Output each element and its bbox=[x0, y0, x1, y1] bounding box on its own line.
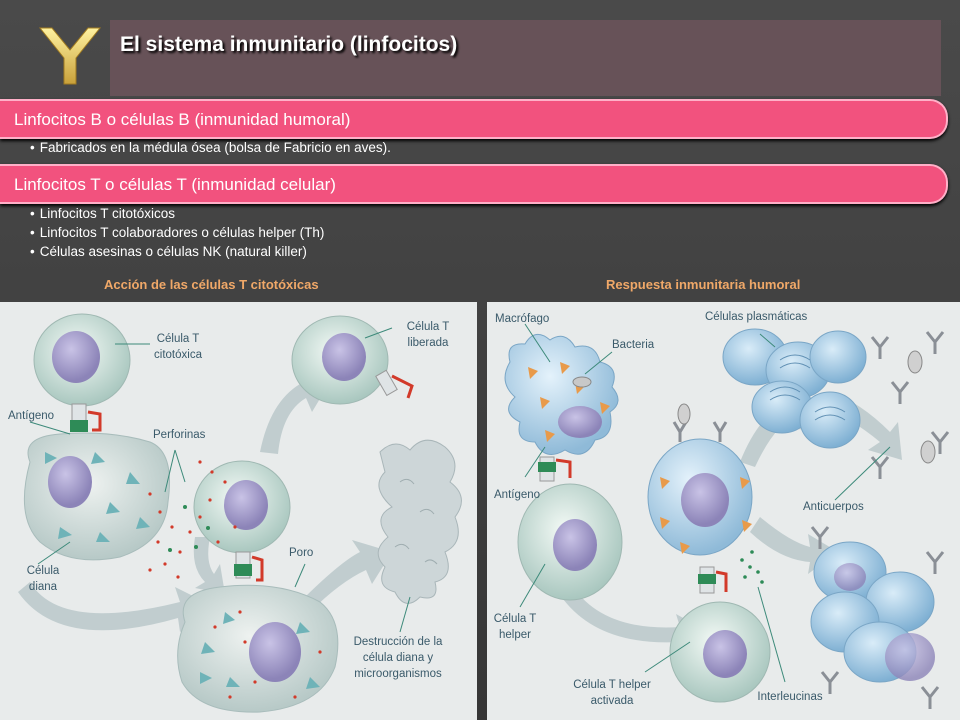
label-citotoxica: citotóxica bbox=[154, 349, 203, 361]
bullet-t-1: Linfocitos T citotóxicos bbox=[30, 205, 175, 223]
label-poro: Poro bbox=[289, 547, 313, 559]
label-helper-2: helper bbox=[499, 629, 531, 641]
label-interleucinas: Interleucinas bbox=[757, 691, 822, 703]
arrow-shape bbox=[750, 517, 838, 574]
bar-linfocitos-b: Linfocitos B o células B (inmunidad humo… bbox=[0, 99, 948, 139]
bullet-t-3: Células asesinas o células NK (natural k… bbox=[30, 243, 307, 261]
nucleus bbox=[322, 333, 366, 381]
antibodies bbox=[810, 331, 950, 709]
bullet-t-2: Linfocitos T colaboradores o células hel… bbox=[30, 224, 325, 242]
label-macrofago: Macrófago bbox=[495, 313, 549, 325]
label-activada-2: activada bbox=[591, 695, 634, 707]
panel-right-title: Respuesta inmunitaria humoral bbox=[606, 277, 801, 292]
label-celulas-plasmaticas: Células plasmáticas bbox=[705, 311, 808, 323]
nucleus bbox=[52, 331, 100, 383]
interleukin-dots bbox=[740, 550, 764, 584]
label-liberada: liberada bbox=[408, 337, 450, 349]
label-antigeno-right: Antígeno bbox=[494, 489, 540, 501]
bacteria-icon bbox=[572, 376, 592, 388]
label-celula: Célula bbox=[27, 565, 60, 577]
destroyed-cell bbox=[377, 439, 462, 604]
arrow-shape bbox=[18, 582, 215, 632]
arrow-shape bbox=[193, 537, 225, 594]
nucleus bbox=[249, 622, 301, 682]
antibody-logo-icon bbox=[38, 27, 102, 85]
nucleus bbox=[553, 519, 597, 571]
panel-left-title: Acción de las células T citotóxicas bbox=[104, 277, 319, 292]
label-helper-1: Célula T bbox=[494, 613, 537, 625]
perforin-dots bbox=[148, 460, 237, 579]
label-destruccion-3: microorganismos bbox=[354, 668, 442, 680]
label-destruccion-2: célula diana y bbox=[363, 652, 434, 664]
label-perforinas: Perforinas bbox=[153, 429, 206, 441]
illustration-panels: Célula T citotóxica Célula T liberada An… bbox=[0, 302, 960, 720]
label-diana: diana bbox=[29, 581, 58, 593]
bullet-b: Fabricados en la médula ósea (bolsa de F… bbox=[30, 139, 391, 157]
plasma-cells-bottom bbox=[810, 541, 935, 683]
nucleus bbox=[703, 630, 747, 678]
label-activada-1: Célula T helper bbox=[573, 679, 651, 691]
nucleus bbox=[558, 406, 602, 438]
label-antigeno-left: Antígeno bbox=[8, 410, 54, 422]
nucleus bbox=[48, 456, 92, 508]
bar-linfocitos-b-text: Linfocitos B o células B (inmunidad humo… bbox=[14, 110, 351, 129]
nucleus bbox=[681, 473, 729, 527]
label-celula-t-liberada: Célula T bbox=[407, 321, 450, 333]
bacteria-icon bbox=[920, 440, 936, 464]
bar-linfocitos-t-text: Linfocitos T o células T (inmunidad celu… bbox=[14, 175, 336, 194]
title-box bbox=[110, 20, 941, 96]
slide-title: El sistema inmunitario (linfocitos) bbox=[120, 33, 458, 56]
label-bacteria: Bacteria bbox=[612, 339, 655, 351]
nucleus bbox=[224, 480, 268, 530]
label-destruccion-1: Destrucción de la bbox=[354, 636, 443, 648]
label-celula-t: Célula T bbox=[157, 333, 200, 345]
label-anticuerpos: Anticuerpos bbox=[803, 501, 864, 513]
bar-linfocitos-t: Linfocitos T o células T (inmunidad celu… bbox=[0, 164, 948, 204]
arrow-shape bbox=[300, 540, 392, 612]
bacteria-icon bbox=[677, 403, 691, 425]
bacteria-icon bbox=[907, 350, 923, 374]
